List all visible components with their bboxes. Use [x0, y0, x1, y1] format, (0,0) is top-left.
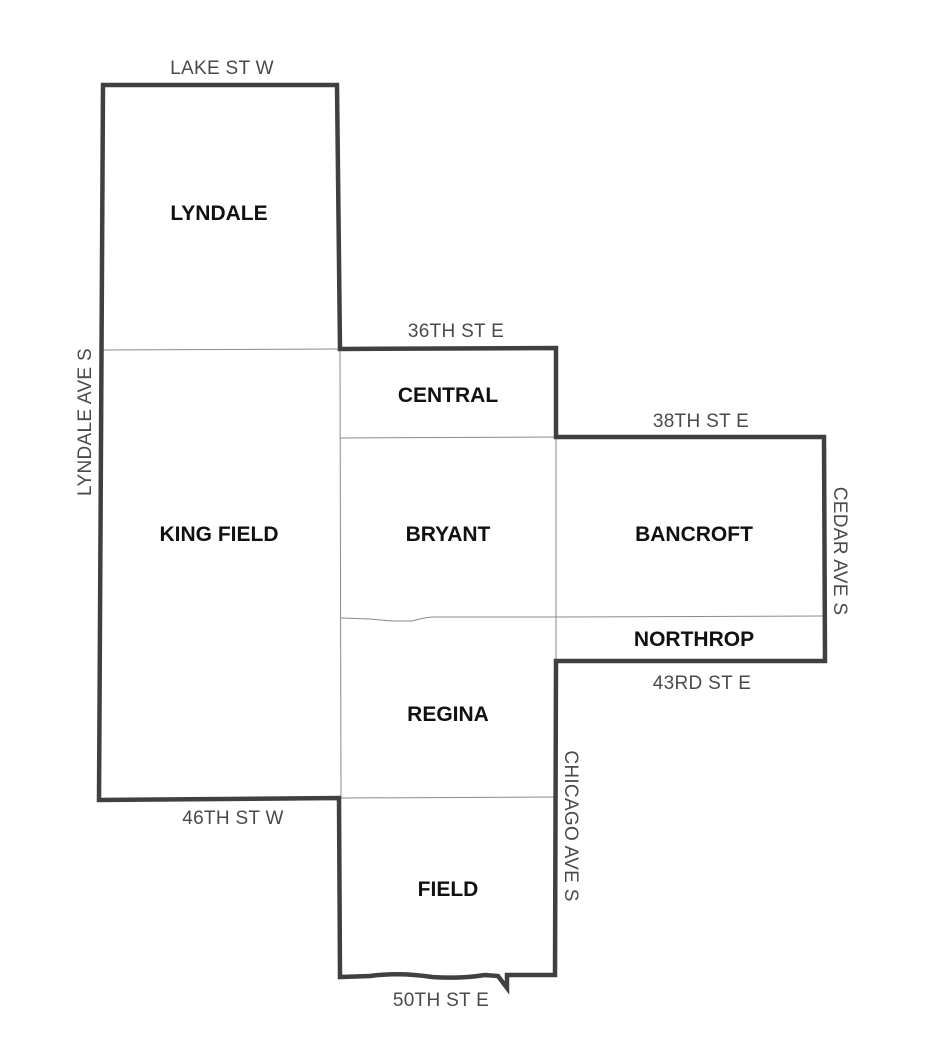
boundary-regina-field	[340, 796, 556, 799]
street-label-50th-st-e: 50TH ST E	[393, 990, 489, 1011]
neighborhood-label-king-field: KING FIELD	[160, 523, 279, 546]
neighborhood-label-bryant: BRYANT	[406, 523, 491, 546]
boundary-bryant-regina	[340, 615, 825, 622]
neighborhood-labels: LYNDALE KING FIELD CENTRAL BRYANT BANCRO…	[160, 202, 755, 901]
inner-boundaries	[99, 348, 825, 800]
boundary-lyndale-kingfield	[99, 348, 341, 351]
neighborhood-label-field: FIELD	[418, 878, 479, 901]
street-label-38th-st-e: 38TH ST E	[653, 411, 749, 432]
street-label-cedar-ave-s: CEDAR AVE S	[829, 487, 850, 616]
street-label-lyndale-ave-s: LYNDALE AVE S	[75, 348, 96, 496]
district-outline	[96, 82, 828, 995]
neighborhood-label-lyndale: LYNDALE	[170, 202, 267, 225]
boundary-west-column	[339, 348, 342, 800]
street-label-43rd-st-e: 43RD ST E	[653, 673, 751, 694]
street-label-chicago-ave-s: CHICAGO AVE S	[560, 750, 581, 901]
neighborhood-label-regina: REGINA	[407, 703, 489, 726]
boundary-central-bryant	[339, 436, 557, 439]
street-label-lake-st-w: LAKE ST W	[170, 58, 274, 79]
neighborhood-label-bancroft: BANCROFT	[635, 523, 753, 546]
street-label-36th-st-e: 36TH ST E	[408, 321, 504, 342]
neighborhood-label-northrop: NORTHROP	[634, 628, 754, 651]
street-label-46th-st-w: 46TH ST W	[182, 808, 284, 829]
neighborhood-label-central: CENTRAL	[398, 384, 498, 407]
street-labels: LAKE ST W LYNDALE AVE S 36TH ST E 38TH S…	[75, 58, 850, 1011]
